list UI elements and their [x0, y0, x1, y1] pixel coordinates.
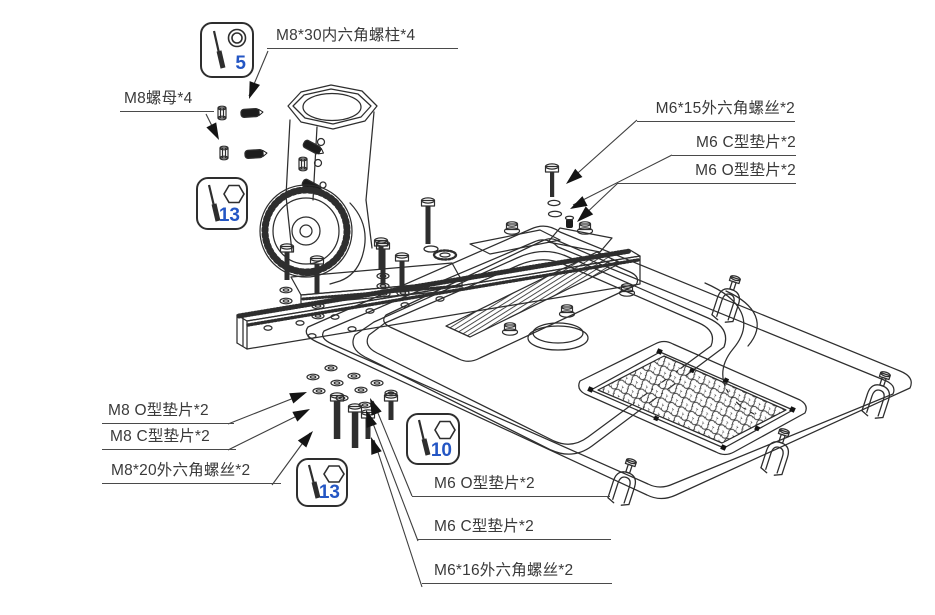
panel-outline [305, 225, 912, 500]
led-lens-window [578, 340, 807, 456]
corner-plates [469, 215, 613, 255]
cable-dome-base [527, 325, 589, 351]
pipe-clamp [759, 425, 797, 479]
callout-m6-c-washer-bottom: M6 C型垫片*2 [418, 518, 611, 540]
tool-badge-hex-socket-5: 5 [200, 22, 254, 78]
tool-badge-wrench-13-lower: 13 [296, 458, 348, 507]
bottom-hardware-cluster [306, 364, 399, 448]
leader-lines [205, 50, 673, 588]
callout-m6-15-hex-screw: M6*15外六角螺丝*2 [637, 100, 795, 122]
tool-size: 10 [430, 440, 452, 461]
wrench-icon [307, 464, 316, 485]
callout-m8-o-washer: M8 O型垫片*2 [102, 402, 234, 424]
plate-bolt-exploded [373, 197, 458, 290]
tool-badge-wrench-13-upper: 13 [196, 177, 248, 230]
callout-m6-o-washer-bottom: M6 O型垫片*2 [412, 475, 610, 497]
callout-m8-c-washer: M8 C型垫片*2 [102, 428, 236, 450]
tool-size: 5 [235, 53, 246, 74]
callout-m8-nut: M8螺母*4 [120, 90, 214, 112]
allen-key-icon [212, 30, 221, 54]
callout-m6-o-washer-top: M6 O型垫片*2 [618, 162, 796, 184]
pipe-clamp [606, 455, 644, 509]
hex-bolt-icon [223, 184, 245, 204]
wrench-icon [417, 419, 426, 442]
mount-plate [383, 221, 639, 362]
hex-bolt-icon [434, 420, 456, 440]
blower-unit [259, 84, 463, 305]
tool-size: 13 [318, 482, 340, 503]
callout-m8-30-socket-stud: M8*30内六角螺柱*4 [267, 27, 458, 49]
wrench-icon [207, 184, 216, 207]
callout-m6-c-washer-top: M6 C型垫片*2 [672, 134, 796, 156]
pipe-clamp [710, 272, 748, 326]
m6-screw-exploded-top [544, 163, 563, 218]
callout-arrows [206, 81, 594, 455]
tool-badge-wrench-10: 10 [406, 413, 460, 465]
cable-dome [532, 322, 584, 344]
tool-size: 13 [218, 205, 240, 226]
socket-head-icon [227, 28, 247, 48]
callout-m8-20-hex-screw: M8*20外六角螺丝*2 [102, 462, 281, 484]
callout-m6-16-hex-screw: M6*16外六角螺丝*2 [422, 562, 612, 584]
hex-bolt-icon [323, 465, 345, 483]
m8-studs-and-nuts [217, 105, 268, 161]
